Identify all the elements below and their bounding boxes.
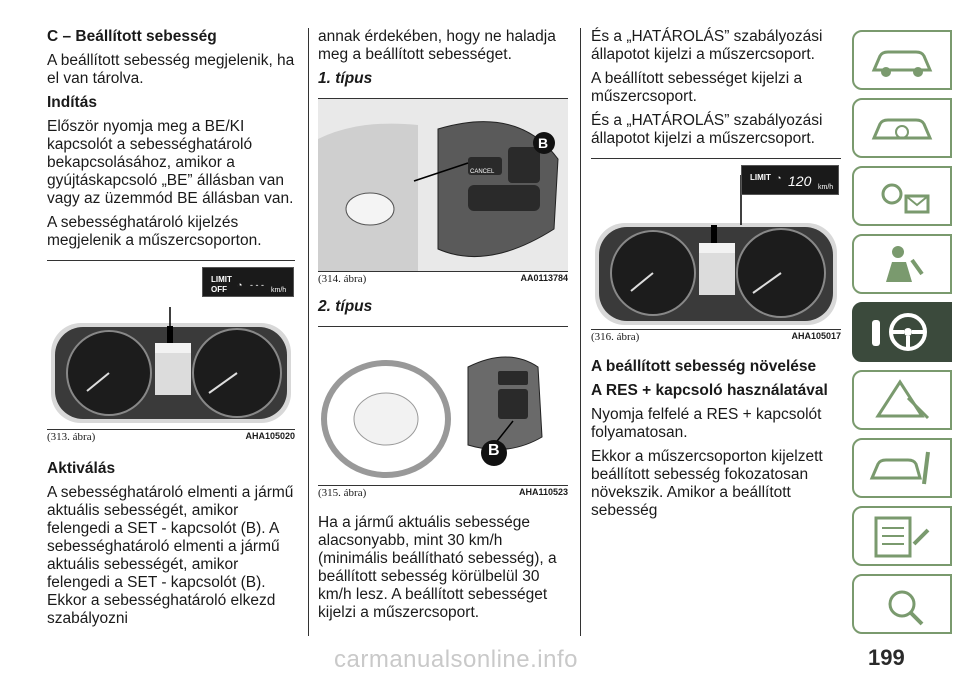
figure-code: AHA105020	[245, 431, 295, 441]
figure-caption: (313. ábra)	[47, 431, 96, 443]
car-dashboard-icon	[871, 118, 933, 140]
column-2: annak érdekében, hogy ne haladja meg a b…	[318, 28, 568, 628]
tab-maintenance[interactable]	[852, 438, 952, 498]
car-info-icon	[871, 50, 933, 77]
paragraph: A sebességhatároló kijelzés megjelenik a…	[47, 214, 262, 249]
tab-dashboard[interactable]	[852, 98, 952, 158]
steering-key-icon	[872, 313, 927, 351]
column-divider	[308, 28, 309, 636]
page-number: 199	[868, 645, 905, 670]
airbag-person-icon	[886, 246, 924, 282]
figure-caption: (315. ábra)	[318, 487, 367, 499]
speedometer-icon: ◔	[237, 280, 243, 290]
limit-label: LIMIT	[750, 173, 771, 182]
figure-code: AA0113784	[520, 273, 568, 283]
paragraph: A sebességhatároló elmenti a jármű aktuá…	[47, 484, 294, 627]
paragraph: annak érdekében, hogy ne haladja meg a b…	[318, 28, 556, 63]
paragraph: És a „HATÁROLÁS” szabályozási állapotot …	[591, 28, 823, 63]
paragraph: Először nyomja meg a BE/KI kapcsolót a s…	[47, 118, 294, 207]
paragraph: Ha a jármű aktuális sebessége alacsonyab…	[318, 514, 557, 621]
watermark: carmanualsonline.info	[334, 646, 578, 673]
tab-index[interactable]	[852, 574, 952, 634]
limit-label: LIMIT	[211, 275, 232, 284]
paragraph: A beállított sebesség megjelenik, ha el …	[47, 52, 295, 87]
figure-code: AHA110523	[518, 487, 568, 497]
paragraph: Nyomja felfelé a RES + kapcsolót folyama…	[591, 406, 822, 441]
figure-313: LIMIT OFF ◔ - - - km/h (313. ábra) AHA10…	[47, 260, 295, 443]
figure-314: B CANCEL (314. ábra) AA0113784	[318, 98, 568, 285]
heading-type-1: 1. típus	[318, 70, 373, 87]
tab-car-info[interactable]	[852, 30, 952, 90]
paragraph: És a „HATÁROLÁS” szabályozási állapotot …	[591, 112, 823, 147]
figure-316: LIMIT ◔ 120 km/h (316. ábra) AHA105017	[591, 158, 841, 343]
heading-c-set-speed: C – Beállított sebesség	[47, 28, 217, 45]
heading-inditas: Indítás	[47, 94, 97, 111]
tab-warning-lights[interactable]	[852, 166, 952, 226]
tab-technical-data[interactable]	[852, 506, 952, 566]
steering-wheel-switch-illustration	[318, 99, 568, 271]
tab-safety[interactable]	[852, 234, 952, 294]
figure-caption: (316. ábra)	[591, 331, 640, 343]
warning-triangle-icon	[875, 379, 930, 420]
steering-wheel-illustration	[321, 356, 543, 478]
heading-increase-set-speed: A beállított sebesség növelése	[591, 358, 817, 375]
limit-display-callout: LIMIT ◔ 120 km/h	[741, 165, 839, 195]
cancel-label: CANCEL	[470, 169, 495, 175]
callout-b: B	[488, 442, 500, 459]
car-tools-icon	[869, 451, 930, 485]
heading-type-2: 2. típus	[318, 298, 373, 315]
instrument-cluster-illustration	[595, 175, 837, 325]
figure-code: AHA105017	[791, 331, 841, 341]
limit-display-callout: LIMIT OFF ◔ - - - km/h	[202, 267, 294, 297]
instrument-cluster-illustration	[51, 307, 291, 423]
paragraph: Ekkor a műszercsoporton kijelzett beállí…	[591, 448, 823, 519]
figure-caption: (314. ábra)	[318, 273, 367, 285]
callout-b: B	[538, 135, 549, 151]
unit-label: km/h	[271, 287, 287, 294]
tab-emergency[interactable]	[852, 370, 952, 430]
alphabet-index-icon	[888, 590, 924, 626]
column-1: C – Beállított sebesség A beállított seb…	[47, 28, 295, 634]
tab-starting-driving[interactable]	[852, 302, 952, 362]
spec-sheet-icon	[874, 516, 930, 558]
set-speed-value: 120	[788, 173, 812, 189]
off-label: OFF	[211, 285, 227, 294]
unit-label: km/h	[818, 184, 834, 191]
paragraph: A beállított sebességet kijelzi a műszer…	[591, 70, 803, 105]
chapter-tabs	[852, 30, 952, 642]
heading-res-switch: A RES + kapcsoló használatával	[591, 382, 828, 399]
heading-aktivalas: Aktiválás	[47, 460, 116, 477]
dashes: - - -	[250, 280, 264, 290]
warning-light-icon	[881, 183, 930, 214]
figure-315: B (315. ábra) AHA110523	[318, 326, 568, 499]
speedometer-icon: ◔	[776, 173, 782, 183]
column-divider	[580, 28, 581, 636]
column-3: És a „HATÁROLÁS” szabályozási állapotot …	[591, 28, 841, 526]
